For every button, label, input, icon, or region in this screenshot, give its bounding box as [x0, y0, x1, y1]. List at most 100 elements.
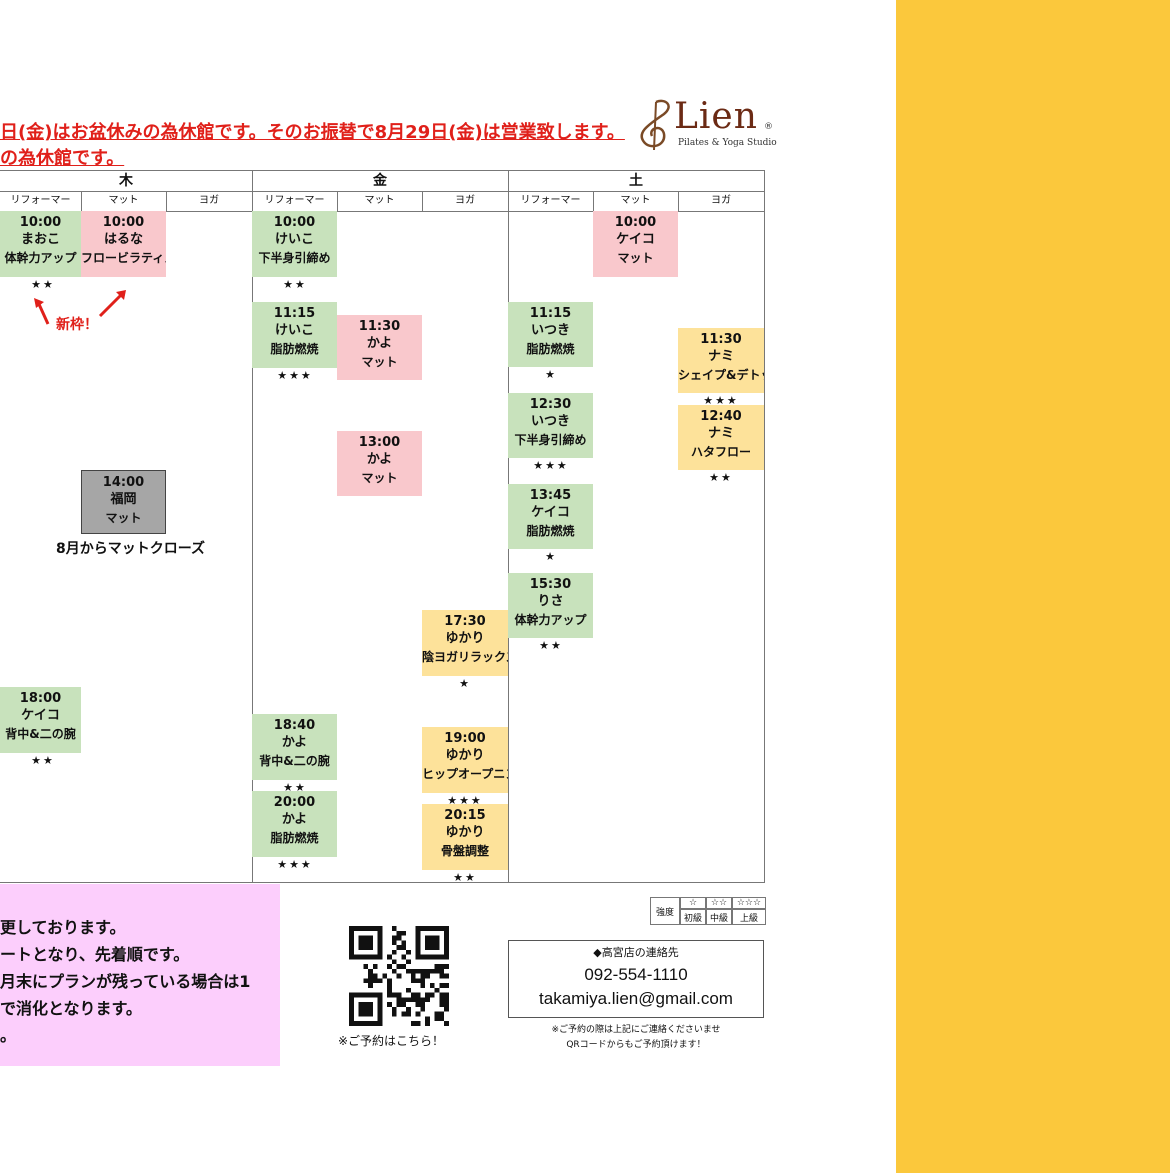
class-time: 10:00: [19, 215, 62, 230]
class-intensity-stars: ★★: [709, 471, 733, 484]
day-header-friday: 金: [373, 173, 387, 189]
contact-box: ◆高宮店の連絡先 092-554-1110 takamiya.lien@gmai…: [508, 940, 764, 1018]
col-header-mat: マット: [364, 195, 395, 206]
class-time: 15:30: [529, 577, 572, 592]
class-name: シェイプ&デトックス: [678, 368, 764, 382]
class-name: 脂肪燃焼: [526, 342, 575, 356]
class-teacher: ナミ: [707, 426, 734, 441]
class-teacher: けいこ: [274, 323, 314, 338]
legend-stars: ☆☆: [705, 897, 732, 910]
class-time: 10:00: [102, 215, 145, 230]
studio-logo: Lien ® Pilates & Yoga Studio: [630, 96, 780, 152]
class-teacher: かよ: [366, 336, 393, 351]
day-header-thursday: 木: [119, 173, 133, 189]
class-time: 18:00: [19, 691, 62, 706]
class-name: ハタフロー: [690, 445, 751, 459]
col-divider: [678, 191, 679, 212]
class-teacher: ナミ: [707, 349, 734, 364]
reservation-qr-code[interactable]: [346, 926, 452, 1026]
class-intensity-stars: ★★★: [703, 394, 739, 407]
col-divider: [337, 191, 338, 212]
class-name: 陰ヨガリラックス: [422, 650, 508, 664]
class-time: 17:30: [444, 614, 486, 629]
class-time: 19:00: [444, 731, 486, 746]
legend-stars: ☆☆☆: [731, 897, 766, 910]
class-teacher: ケイコ: [616, 232, 655, 247]
grid-bottom-border: [0, 882, 765, 883]
arrow-icon: [34, 298, 50, 325]
legend-level: 初級: [680, 909, 706, 925]
class-teacher: ケイコ: [21, 708, 60, 723]
class-name: マット: [617, 251, 654, 265]
class-time: 12:40: [700, 409, 742, 424]
logo-wordmark: Lien: [674, 96, 758, 137]
note-line: 。: [0, 1026, 17, 1045]
class-teacher: ゆかり: [445, 825, 485, 840]
class-card[interactable]: 17:30 ゆかり陰ヨガリラックス: [422, 610, 508, 676]
closure-notice-line2: の為休館です。: [0, 148, 125, 169]
qr-caption: ※ご予約はこちら！: [338, 1034, 445, 1048]
arrow-icon: [98, 290, 126, 318]
class-teacher: はるな: [103, 232, 143, 247]
class-card[interactable]: 12:40 ナミハタフロー: [678, 405, 764, 470]
col-divider: [166, 191, 167, 212]
col-header-yoga: ヨガ: [711, 195, 731, 206]
class-intensity-stars: ★: [459, 677, 471, 690]
class-teacher: いつき: [530, 414, 570, 429]
class-name: 体幹力アップ: [4, 251, 77, 265]
class-card[interactable]: 19:00ゆかりヒップオープニング: [422, 727, 508, 793]
day-divider: [252, 170, 253, 883]
class-name: マット: [361, 355, 398, 369]
class-name: 脂肪燃焼: [270, 831, 319, 845]
col-header-reformer: リフォーマー: [264, 195, 325, 206]
day-header-saturday: 土: [629, 173, 643, 189]
col-divider: [422, 191, 423, 212]
class-teacher: 福岡: [110, 492, 137, 507]
grid-right-border: [764, 170, 765, 883]
contact-phone[interactable]: 092-554-1110: [584, 965, 688, 984]
class-name: 脂肪燃焼: [526, 524, 575, 538]
class-teacher: かよ: [281, 812, 308, 827]
class-teacher: ゆかり: [445, 631, 485, 646]
treble-clef-icon: [640, 99, 670, 151]
class-name: 下半身引締め: [258, 251, 331, 265]
class-time: 20:15: [444, 808, 486, 823]
class-time: 12:30: [529, 397, 572, 412]
logo-tagline: Pilates & Yoga Studio: [678, 138, 777, 148]
contact-note: ※ご予約の際は上記にご連絡くださいませ: [551, 1025, 721, 1035]
note-line: ートとなり、先着順です。: [0, 945, 190, 964]
grid-subheader-divider: [0, 211, 765, 212]
col-header-yoga: ヨガ: [455, 195, 475, 206]
col-header-mat: マット: [108, 195, 139, 206]
class-intensity-stars: ★★: [31, 754, 55, 767]
contact-email[interactable]: takamiya.lien@gmail.com: [539, 989, 733, 1008]
class-card[interactable]: 10:00はるなフロービラティス: [81, 211, 166, 277]
col-divider: [81, 191, 82, 212]
class-time: 11:15: [529, 306, 572, 321]
class-intensity-stars: ★: [545, 550, 557, 563]
class-intensity-stars: ★★★: [277, 858, 313, 871]
class-teacher: りさ: [537, 594, 564, 609]
col-header-yoga: ヨガ: [199, 195, 219, 206]
class-teacher: ゆかり: [445, 748, 485, 763]
new-slot-label: 新枠！: [56, 317, 98, 333]
class-time: 14:00: [102, 475, 145, 490]
legend-level: 上級: [731, 909, 766, 925]
closure-notice-line1: 日(金)はお盆休みの為休館です。そのお振替で8月29日(金)は営業致します。: [0, 122, 625, 143]
